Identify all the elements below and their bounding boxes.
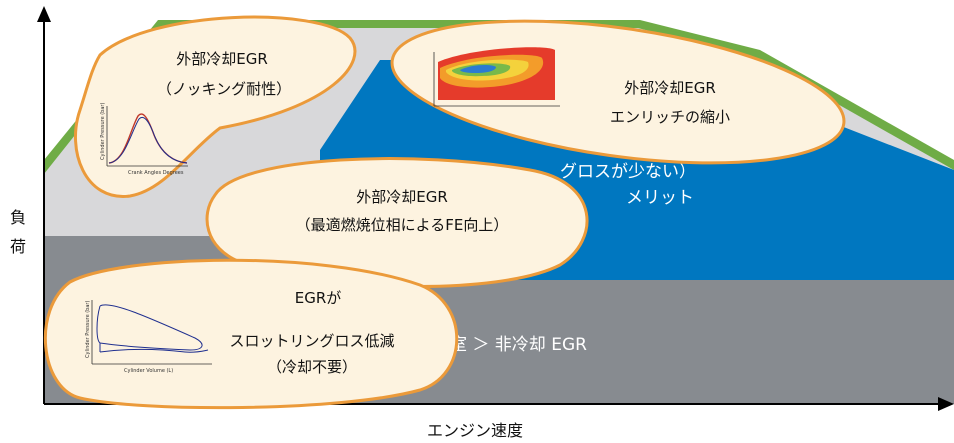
y-axis-label-2: 荷 [10,237,26,256]
bubble-knock-line1: 外部冷却EGR [176,50,268,68]
pressure-volume-xlabel: Cylinder Volume (L) [124,368,173,374]
bubble-throttling [43,258,459,410]
pressure-crank-chart: Cylinder Pressure (bar) Crank Angles Deg… [100,103,188,176]
pressure-volume-chart: Cylinder Pressure (bar) Cylinder Volume … [85,300,212,374]
x-axis-label: エンジン速度 [427,421,523,440]
y-axis-label-1: 負 [10,208,26,227]
gray-region-text: 室 ＞ 非冷却 EGR [450,335,587,355]
y-axis-arrow [37,6,51,22]
bubble-throttling-line2: スロットリングロス低減 [229,332,394,350]
bubble-throttling-line3: （冷却不要） [267,358,357,376]
bubble-phasing-line2: （最適燃焼位相によるFE向上） [296,216,509,234]
x-axis-arrow [938,397,954,411]
blue-region-text-2: メリット [626,188,694,208]
bubble-knock [74,15,357,198]
bubble-knock-line2: （ノッキング耐性） [157,80,291,98]
enrichment-map-image [433,47,560,107]
bubble-phasing-line1: 外部冷却EGR [356,188,448,206]
pressure-crank-xlabel: Crank Angles Degrees [128,170,184,176]
bubble-throttling-line1: EGRが [295,289,342,307]
blue-region-text-1: グロスが少ない） [560,162,696,182]
pressure-volume-ylabel: Cylinder Pressure (bar) [85,301,91,358]
bubble-enrich-line2: エンリッチの縮小 [610,108,730,126]
pressure-crank-ylabel: Cylinder Pressure (bar) [100,103,106,160]
bubble-enrich-line1: 外部冷却EGR [624,79,716,97]
